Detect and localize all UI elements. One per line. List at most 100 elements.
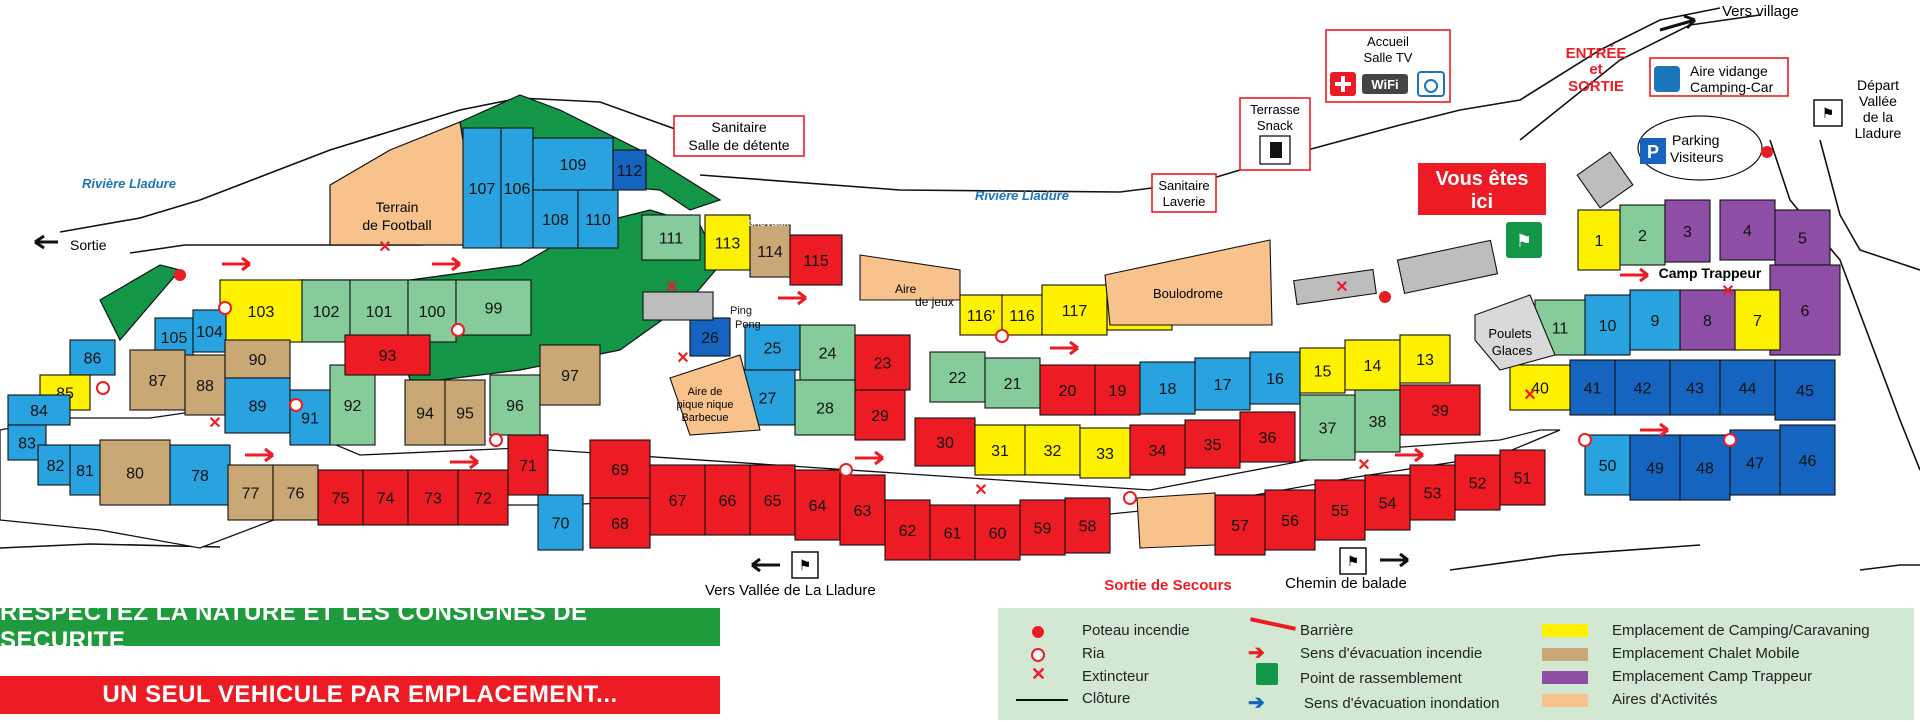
river-label-east: Rivière Lladure: [975, 188, 1069, 203]
pitch-label-3: 3: [1683, 224, 1692, 241]
pitch-4: [1719, 199, 1776, 261]
sortie-secours-area: [1136, 492, 1216, 549]
pitch-label-75: 75: [332, 491, 350, 508]
pitch-label-10: 10: [1599, 318, 1617, 335]
pitch-label-21: 21: [1004, 376, 1022, 393]
pitch-81: [69, 444, 101, 496]
extinguisher-marker: ✕: [208, 415, 221, 432]
pitch-label-110: 110: [585, 212, 611, 229]
pitch-label-91: 91: [301, 411, 319, 428]
pitch-label-46: 46: [1799, 453, 1817, 470]
pitch-104: [192, 309, 227, 353]
pitch-label-16: 16: [1266, 371, 1284, 388]
ria-marker: [839, 463, 853, 477]
pitch-112: [612, 149, 647, 191]
evac-arrow-icon: [222, 256, 251, 272]
pitch-label-41: 41: [1584, 381, 1602, 398]
pitch-label-104: 104: [196, 324, 223, 341]
pitch-37: [1299, 394, 1356, 461]
parking-label-2: Visiteurs: [1670, 149, 1723, 165]
pitch-62: [884, 499, 931, 561]
evac-arrow-icon: [432, 256, 461, 272]
pitch-label-94: 94: [416, 406, 434, 423]
evac-arrow-icon: [855, 450, 884, 466]
pitch-90: [224, 339, 291, 379]
pitch-label-6: 6: [1801, 303, 1810, 320]
evac-arrow-icon: [778, 290, 807, 306]
pitch-31: [974, 424, 1026, 476]
extinguisher-marker: ✕: [974, 482, 987, 499]
pitch-label-58: 58: [1079, 519, 1097, 536]
aire-jeux-label-1: Aire: [895, 282, 917, 296]
pitch-label-73: 73: [424, 491, 442, 508]
ping-label-2: Pong: [735, 319, 761, 331]
pitch-label-14: 14: [1364, 358, 1382, 375]
accueil-label-2: Salle TV: [1364, 50, 1413, 65]
pitch-57: [1214, 494, 1266, 556]
pitch-9: [1629, 289, 1681, 351]
pitch-label-107: 107: [469, 181, 496, 198]
pitch-label-81: 81: [76, 463, 94, 480]
parking-label-1: Parking: [1672, 132, 1719, 148]
pitch-100: [407, 279, 457, 343]
pitch-label-32: 32: [1044, 443, 1062, 460]
pitch-label-109: 109: [560, 157, 587, 174]
svg-text:P: P: [1647, 142, 1659, 162]
pitch-label-36: 36: [1259, 430, 1277, 447]
pitch-label-71: 71: [519, 458, 537, 475]
pitch-113: [704, 214, 751, 271]
pitch-77: [227, 464, 274, 521]
paddock-label-1: Paddock: [718, 203, 761, 215]
pitch-80: [99, 439, 171, 506]
pique-label-2: pique nique: [677, 399, 734, 411]
pitch-label-35: 35: [1204, 437, 1222, 454]
pitch-103: [219, 279, 303, 343]
pitch-label-20: 20: [1059, 383, 1077, 400]
pitch-label-97: 97: [561, 368, 579, 385]
pitch-label-102: 102: [313, 304, 340, 321]
ria-marker: [96, 381, 110, 395]
pitch-116': [959, 294, 1003, 336]
pitch-111: [641, 214, 701, 261]
entree-label-3: SORTIE: [1568, 78, 1624, 95]
pitch-23: [854, 334, 911, 391]
depart-label-4: Lladure: [1855, 125, 1902, 141]
pitch-label-8: 8: [1703, 313, 1712, 330]
pitch-label-34: 34: [1149, 443, 1167, 460]
pitch-label-48: 48: [1696, 461, 1714, 478]
pitch-label-60: 60: [989, 526, 1007, 543]
barrier-icon: [1250, 617, 1296, 631]
pitch-32: [1024, 424, 1081, 476]
poulets-glaces: [1474, 294, 1556, 371]
pitch-39: [1399, 384, 1481, 436]
football-label-1: Terrain: [376, 199, 419, 215]
vers-vallee-arrow-icon: [751, 557, 780, 573]
evac-arrow-icon: [1418, 412, 1447, 428]
svg-text:⚑: ⚑: [1822, 105, 1835, 121]
pitch-label-65: 65: [764, 493, 782, 510]
pitch-45: [1774, 359, 1836, 421]
vers-village-label: Vers village: [1722, 3, 1799, 20]
pitch-label-103: 103: [248, 304, 275, 321]
extinguisher-marker: ✕: [1523, 387, 1536, 404]
pitch-label-38: 38: [1369, 414, 1387, 431]
pitch-label-77: 77: [242, 486, 260, 503]
pitch-label-28: 28: [816, 401, 834, 418]
pitch-74: [362, 469, 409, 526]
pitch-label-72: 72: [474, 491, 492, 508]
poulets-label-1: Poulets: [1488, 326, 1532, 341]
pitch-label-115: 115: [803, 253, 829, 270]
sanitaire-laverie-building: [1293, 268, 1377, 306]
pitch-18: [1139, 361, 1196, 415]
pitch-label-47: 47: [1746, 456, 1764, 473]
pitch-label-113: 113: [715, 236, 741, 253]
ria-marker: [451, 323, 465, 337]
ping-label-1: Ping: [730, 305, 752, 317]
pitch-label-33: 33: [1096, 446, 1114, 463]
pitch-61: [929, 504, 976, 561]
hikers-icon: [1813, 99, 1843, 127]
pitch-label-99: 99: [485, 301, 503, 318]
pitch-label-78: 78: [191, 468, 209, 485]
ria-marker: [1578, 433, 1592, 447]
